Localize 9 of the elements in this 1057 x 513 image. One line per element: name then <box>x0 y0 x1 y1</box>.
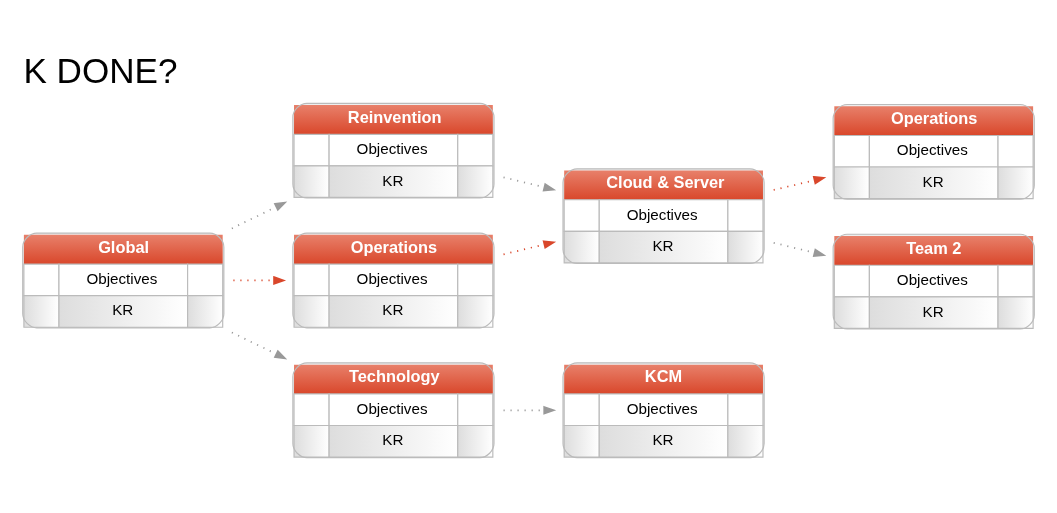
arrow <box>772 241 827 257</box>
diagram-title: K DONE? <box>23 51 178 91</box>
arrow <box>230 331 288 360</box>
arrow <box>230 201 288 230</box>
arrow <box>502 405 557 415</box>
arrow <box>772 176 827 191</box>
arrow <box>232 275 287 285</box>
arrow <box>502 240 557 256</box>
arrow <box>502 176 557 192</box>
